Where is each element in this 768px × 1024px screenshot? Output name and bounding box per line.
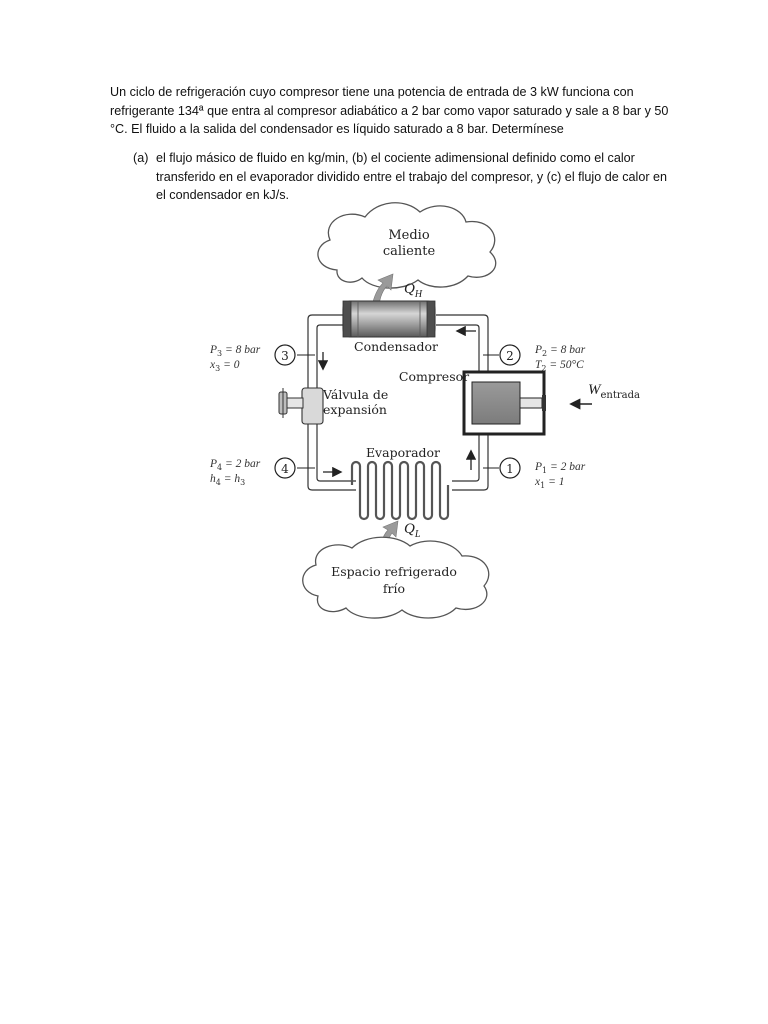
problem-statement: Un ciclo de refrigeración cuyo compresor… (110, 85, 669, 137)
cold-space-cloud (302, 536, 490, 619)
svg-text:2: 2 (506, 349, 514, 363)
state-1-line1: P1 = 2 bar (534, 461, 586, 475)
state-1-marker: 1 (483, 457, 521, 479)
valve-label-1: Válvula de (322, 387, 388, 402)
cold-cloud-line1: Espacio refrigerado (331, 564, 457, 579)
state-3-line1: P3 = 8 bar (209, 344, 261, 358)
evaporator-label: Evaporador (366, 445, 440, 460)
condenser (342, 300, 436, 338)
state-2-line2: T2 = 50°C (535, 359, 584, 373)
svg-text:4: 4 (281, 462, 289, 476)
evaporator-coil (350, 460, 450, 521)
ql-label: QL (404, 521, 421, 540)
hot-cloud-line2: caliente (383, 244, 436, 259)
qh-label: QH (404, 281, 423, 300)
qh-heat-arrow-icon (371, 273, 394, 307)
expansion-valve-icon (278, 387, 324, 425)
hot-cloud-line1: Medio (388, 228, 429, 243)
state-3-line2: x3 = 0 (209, 359, 240, 373)
item-marker: (a) (133, 151, 149, 165)
w-in-label: Wentrada (588, 382, 640, 401)
state-3-marker: 3 (274, 344, 315, 366)
state-4-marker: 4 (274, 457, 315, 479)
svg-text:3: 3 (281, 349, 289, 363)
item-text: el flujo másico de fluido en kg/min, (b)… (156, 151, 668, 203)
cold-cloud-line2: frío (383, 581, 405, 596)
state-4-line2: h4 = h3 (210, 473, 245, 487)
state-2-line1: P2 = 8 bar (534, 344, 586, 358)
state-1-line2: x1 = 1 (534, 476, 564, 490)
valve-label-2: expansión (323, 402, 387, 417)
compressor (462, 370, 546, 436)
compressor-label: Compresor (399, 369, 469, 384)
svg-text:1: 1 (506, 462, 514, 476)
state-2-marker: 2 (483, 344, 521, 366)
condenser-label: Condensador (354, 339, 438, 354)
state-4-line1: P4 = 2 bar (209, 458, 261, 472)
